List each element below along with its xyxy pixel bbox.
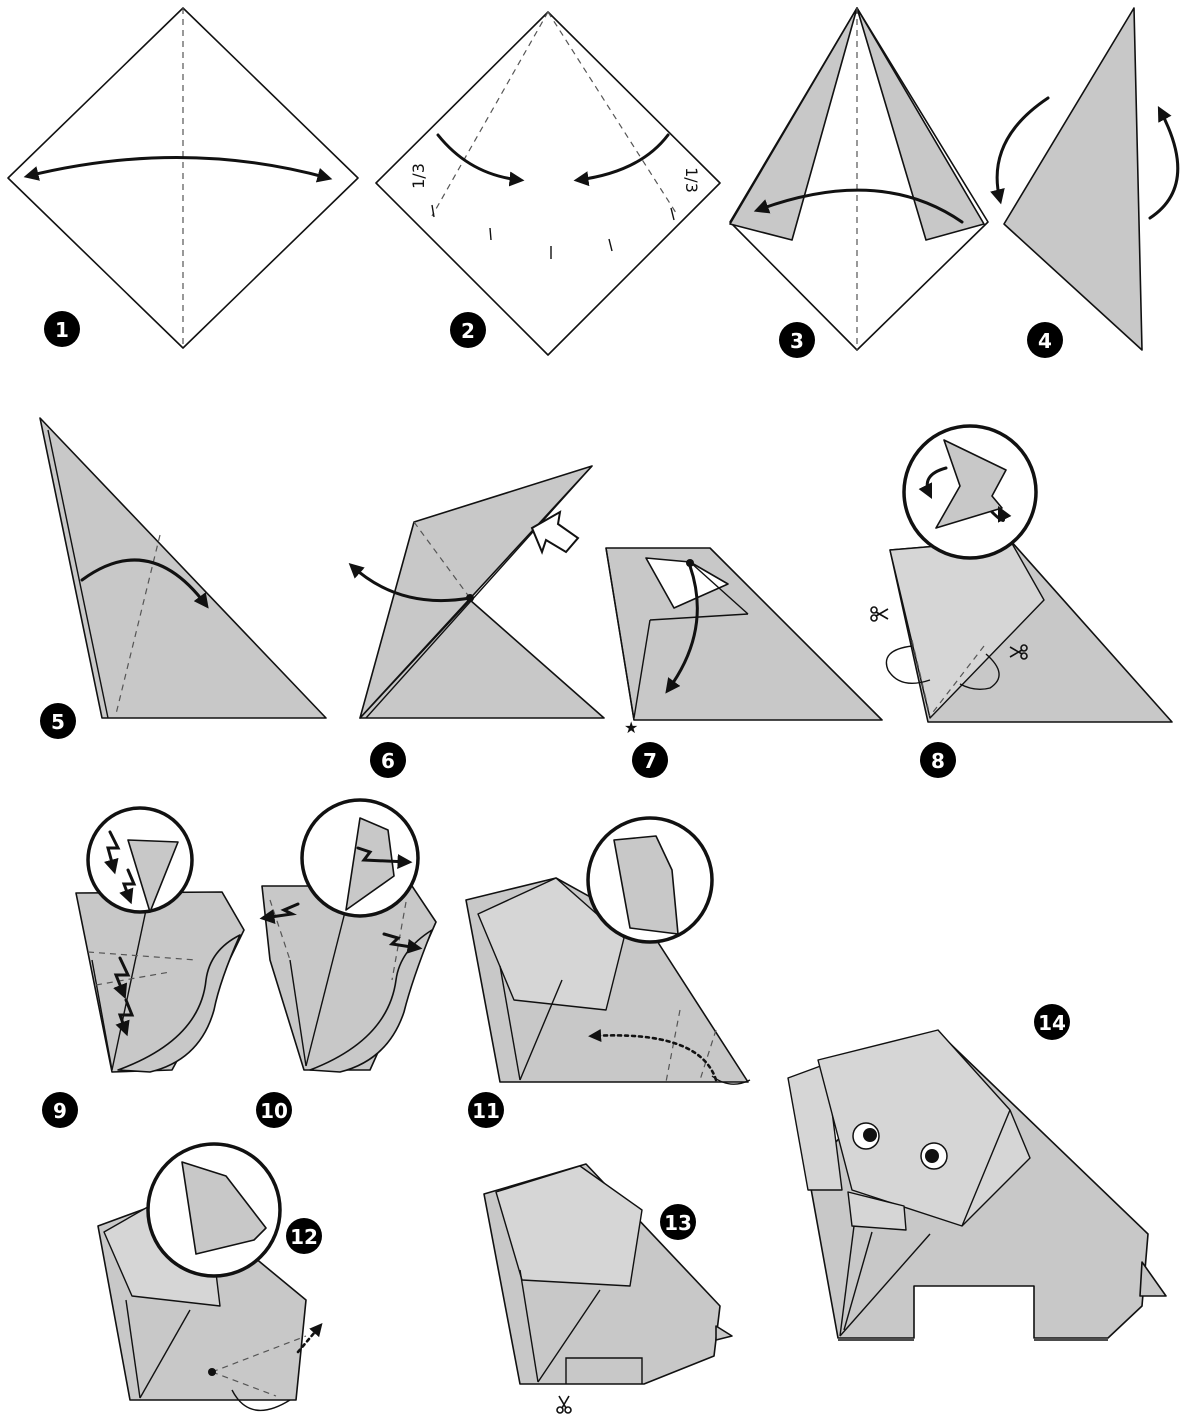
step-badge-12: 12 <box>286 1218 322 1254</box>
step-8-diagram <box>871 426 1172 722</box>
scissors-icon <box>871 607 888 621</box>
pivot-dot <box>208 1368 216 1376</box>
svg-text:8: 8 <box>931 749 945 773</box>
step-12-diagram <box>98 1144 320 1410</box>
step-badge-10: 10 <box>256 1092 292 1128</box>
tail <box>716 1326 732 1340</box>
triangle <box>40 418 326 718</box>
svg-text:11: 11 <box>472 1099 500 1123</box>
step-badge-4: 4 <box>1027 322 1063 358</box>
step-badge-9: 9 <box>42 1092 78 1128</box>
svg-text:3: 3 <box>790 329 804 353</box>
step-badge-1: 1 <box>44 311 80 347</box>
step-14-diagram <box>788 1030 1166 1340</box>
svg-text:2: 2 <box>461 319 475 343</box>
svg-text:10: 10 <box>260 1099 288 1123</box>
step-badge-5: 5 <box>40 703 76 739</box>
left-pupil <box>863 1128 877 1142</box>
svg-text:6: 6 <box>381 749 395 773</box>
tick-mark <box>490 228 491 240</box>
tail <box>1140 1262 1166 1296</box>
step-13-diagram <box>484 1164 732 1413</box>
step-badge-3: 3 <box>779 322 815 358</box>
step-badge-14: 14 <box>1034 1004 1070 1040</box>
scissors-icon <box>557 1396 571 1413</box>
step-3-diagram <box>730 8 988 350</box>
rotate-arrow-right <box>1150 110 1178 218</box>
fraction-left-label: 1/3 <box>409 163 428 189</box>
step-7-diagram: ★ <box>606 548 882 737</box>
step-6-diagram <box>352 466 604 718</box>
step-11-diagram <box>466 818 750 1084</box>
svg-text:4: 4 <box>1038 329 1052 353</box>
svg-text:12: 12 <box>290 1225 318 1249</box>
step-badge-6: 6 <box>370 742 406 778</box>
svg-text:13: 13 <box>664 1211 692 1235</box>
step-badge-11: 11 <box>468 1092 504 1128</box>
step-9-diagram <box>76 808 244 1072</box>
right-pupil <box>925 1149 939 1163</box>
step-badge-13: 13 <box>660 1204 696 1240</box>
step-5-diagram <box>40 418 326 718</box>
star-icon: ★ <box>624 718 638 737</box>
step-badge-2: 2 <box>450 312 486 348</box>
step-1-diagram <box>8 8 358 348</box>
svg-text:14: 14 <box>1038 1011 1066 1035</box>
svg-text:7: 7 <box>643 749 657 773</box>
folded-triangle <box>1004 8 1142 350</box>
step-badge-7: 7 <box>632 742 668 778</box>
svg-text:1: 1 <box>55 318 69 342</box>
fraction-right-label: 1/3 <box>682 167 701 193</box>
step-10-diagram <box>262 800 436 1072</box>
svg-text:9: 9 <box>53 1099 67 1123</box>
step-2-diagram: 1/3 1/3 <box>376 12 720 355</box>
step-badge-8: 8 <box>920 742 956 778</box>
step-4-diagram <box>997 8 1178 350</box>
svg-text:5: 5 <box>51 710 65 734</box>
